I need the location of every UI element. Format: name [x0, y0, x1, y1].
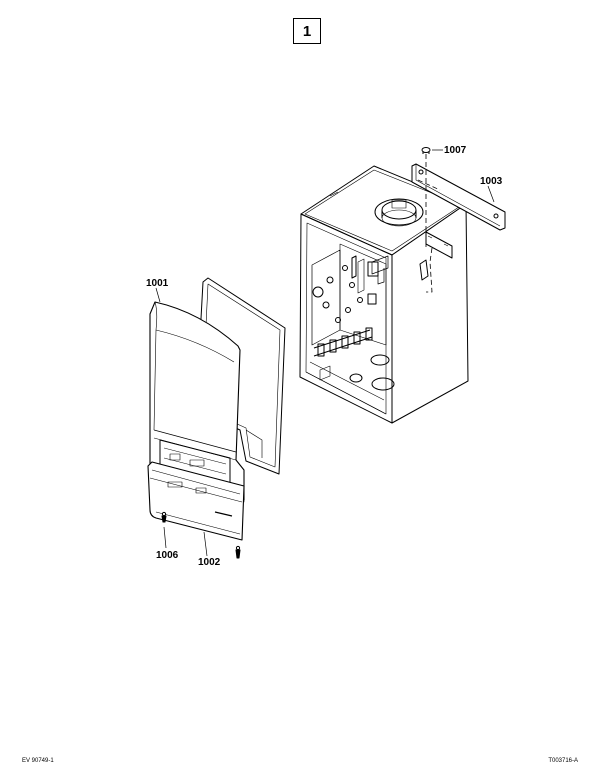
callout-1003: 1003	[480, 176, 503, 187]
screws-1006	[161, 511, 241, 559]
callout-1001: 1001	[146, 278, 169, 289]
assembly-lines	[417, 154, 441, 293]
wall-bracket-1003	[411, 163, 506, 259]
callout-1007: 1007	[444, 145, 467, 156]
screw-1007	[419, 147, 431, 281]
page-number-box: 1	[293, 18, 321, 44]
page-number: 1	[302, 22, 312, 40]
lower-cover-1002	[147, 461, 245, 541]
footer-left-code: EV 90749-1	[22, 758, 54, 764]
footer-right-code: T003716-A	[548, 758, 578, 764]
front-cover-1001	[149, 301, 245, 503]
callout-1006: 1006	[156, 550, 179, 561]
callout-1002: 1002	[198, 557, 221, 568]
leader-lines	[155, 149, 495, 557]
boiler-casing	[299, 165, 469, 424]
